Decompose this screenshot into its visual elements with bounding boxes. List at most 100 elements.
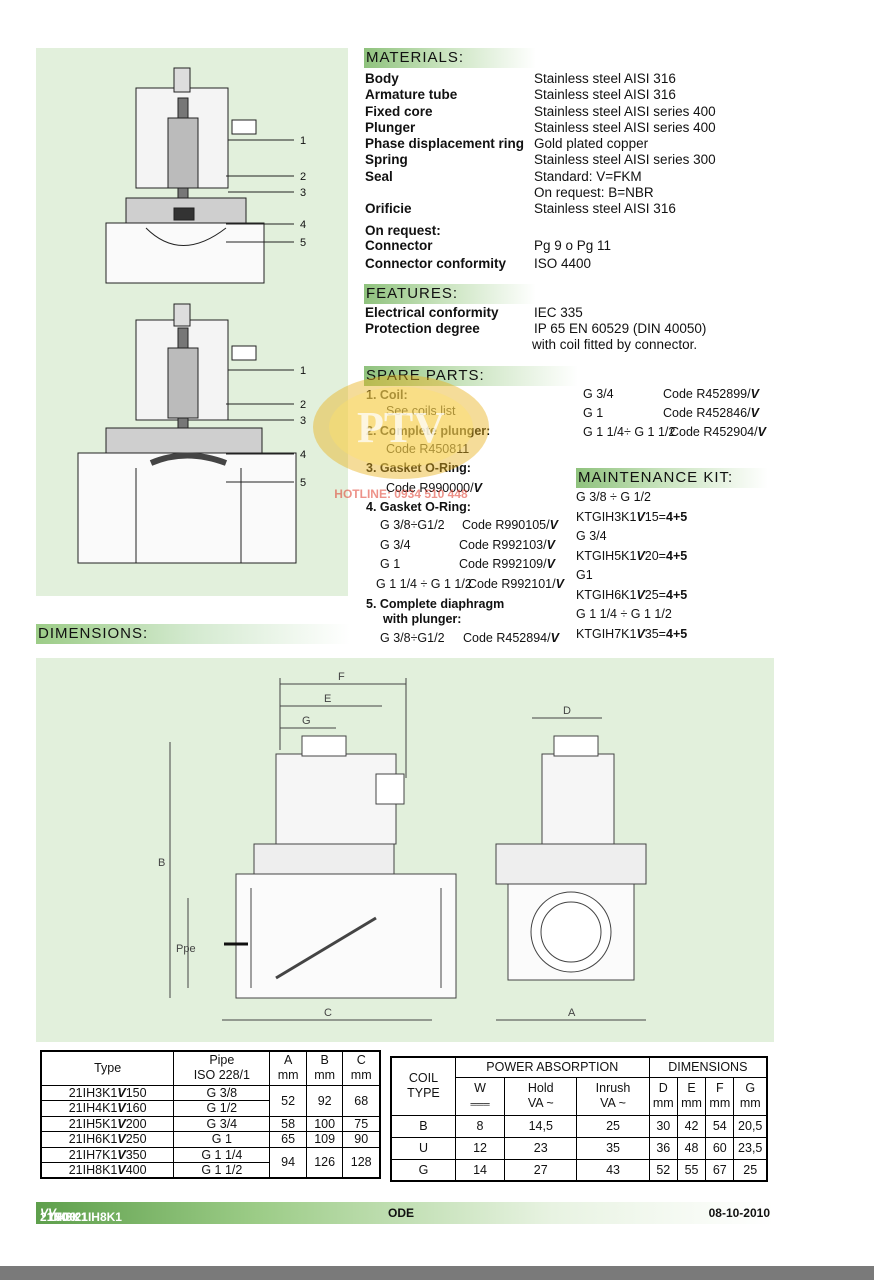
material-label: Body <box>365 71 399 86</box>
type-cell: 21IH5K1V200 <box>40 1115 175 1132</box>
callout-1-top: 1 <box>300 135 306 147</box>
diaphragm-code-text: Code R452904/ <box>670 425 758 439</box>
dim-c-cell: 75 <box>342 1115 381 1132</box>
connector-conformity-label: Connector conformity <box>365 256 507 271</box>
protection-degree-note: with coil fitted by connector. <box>532 337 698 352</box>
type-pre: 21IH6K1 <box>68 1132 118 1147</box>
coil-w-cell: 12 <box>454 1136 506 1160</box>
protection-degree-value: IP 65 EN 60529 (DIN 40050) <box>534 321 707 336</box>
type-pre: 21IH3K1 <box>68 1085 118 1100</box>
maintenance-kit-code: KTGIH7K1V35=4+5 <box>576 627 766 647</box>
material-label: Armature tube <box>365 87 458 103</box>
gasket4-size: G 3/8÷G1/2 <box>380 518 445 532</box>
maintenance-kit-qty: 4+5 <box>666 548 688 563</box>
electrical-conformity-label: Electrical conformity <box>365 305 499 320</box>
coil-hold-cell: 23 <box>504 1136 578 1160</box>
material-value: Standard: V=FKM <box>534 168 642 184</box>
diaphragm-code: Code R452899/V <box>663 387 759 401</box>
material-label: Plunger <box>365 119 416 135</box>
spare-diaphragm-title2: with plunger: <box>383 612 462 626</box>
coil-hold-cell: 14,5 <box>504 1114 578 1138</box>
dim-a-cell: 58 <box>269 1115 307 1132</box>
dim-a-cell: 65 <box>269 1131 307 1148</box>
material-label: Orificie <box>365 201 412 217</box>
maintenance-kit-qty: 4+5 <box>666 587 688 602</box>
maintenance-size: G 3/8 ÷ G 1/2 <box>576 490 651 504</box>
coil-g-cell: 23,5 <box>733 1136 768 1160</box>
th-power-absorption: POWER ABSORPTION <box>454 1056 650 1078</box>
dim-b-cell: 100 <box>305 1115 344 1132</box>
callout-2-bottom: 2 <box>300 399 306 411</box>
callout-5-top: 5 <box>300 237 306 249</box>
type-v: V <box>117 1147 126 1162</box>
dim-label-e: E <box>324 693 331 705</box>
dim-c-cell: 90 <box>342 1131 381 1148</box>
dimensions-header: DIMENSIONS: <box>36 624 350 644</box>
on-request-label: On request: <box>365 223 441 238</box>
gasket4-code-text: Code R992101/ <box>468 576 556 591</box>
callout-3-top: 3 <box>300 187 306 199</box>
type-v: V <box>117 1116 126 1131</box>
gasket4-code: Code R992109/V <box>459 557 555 571</box>
spare-gasket3-title: 3. Gasket O-Ring: <box>366 461 471 475</box>
callout-3-bottom: 3 <box>300 415 306 427</box>
callout-4-top: 4 <box>300 219 306 231</box>
gasket4-code-suffix: V <box>546 557 555 571</box>
type-cell: 21IH7K1V350 <box>40 1146 175 1163</box>
spare-diaphragm-size: G 3/8÷G1/2 <box>380 631 445 645</box>
diaphragm-size: G 1 <box>583 406 604 420</box>
gasket4-size: G 3/4 <box>380 537 411 552</box>
type-post: 150 <box>125 1085 147 1100</box>
footer-brand: ODE <box>388 1206 415 1220</box>
coil-e-cell: 42 <box>676 1114 707 1138</box>
type-v: V <box>117 1132 126 1147</box>
coil-inrush-cell: 35 <box>576 1136 650 1160</box>
gasket4-size: G 1 1/4 ÷ G 1 1/2 <box>376 576 472 591</box>
dimensions-drawing-svg: F E G D B Ppe C A <box>158 671 647 1021</box>
material-value: Stainless steel AISI 316 <box>534 201 676 217</box>
coil-f-cell: 60 <box>705 1136 735 1160</box>
diaphragm-code-suffix: V <box>750 406 759 420</box>
material-row: Orificie Stainless steel AISI 316 <box>365 201 765 217</box>
dim-b-cell: 92 <box>305 1084 344 1117</box>
coil-e-cell: 55 <box>676 1158 707 1182</box>
coil-g-cell: 25 <box>733 1158 768 1182</box>
dim-label-g: G <box>302 715 311 727</box>
diaphragm-size: G 1 1/4÷ G 1 1/2 <box>583 425 676 439</box>
diaphragm-code-text: Code R452899/ <box>663 387 751 401</box>
type-post: 350 <box>125 1147 147 1162</box>
material-value: Stainless steel AISI 316 <box>534 71 676 86</box>
dim-label-d: D <box>563 705 571 717</box>
gasket4-code-text: Code R992109/ <box>459 557 547 571</box>
maintenance-kit-num: 25= <box>644 587 666 602</box>
coil-f-cell: 54 <box>705 1114 735 1138</box>
valve-section-drawings: 1 2 3 4 5 1 2 3 4 5 <box>36 48 348 596</box>
coil-type-cell: G <box>390 1158 456 1182</box>
dim-b-cell: 126 <box>305 1146 344 1179</box>
maintenance-header: MAINTENANCE KIT: <box>576 468 768 488</box>
coil-w-cell: 8 <box>454 1114 506 1138</box>
spare-coil-title: 1. Coil: <box>366 388 408 402</box>
material-value: Gold plated copper <box>534 136 649 152</box>
material-label: Fixed core <box>365 103 433 119</box>
pipe-cell: G 1 <box>173 1131 271 1148</box>
pipe-cell: G 3/8 <box>173 1084 271 1101</box>
gasket4-size: G 1 <box>380 557 401 571</box>
dim-label-c: C <box>324 1007 332 1019</box>
maintenance-size: G 3/4 <box>576 529 607 543</box>
